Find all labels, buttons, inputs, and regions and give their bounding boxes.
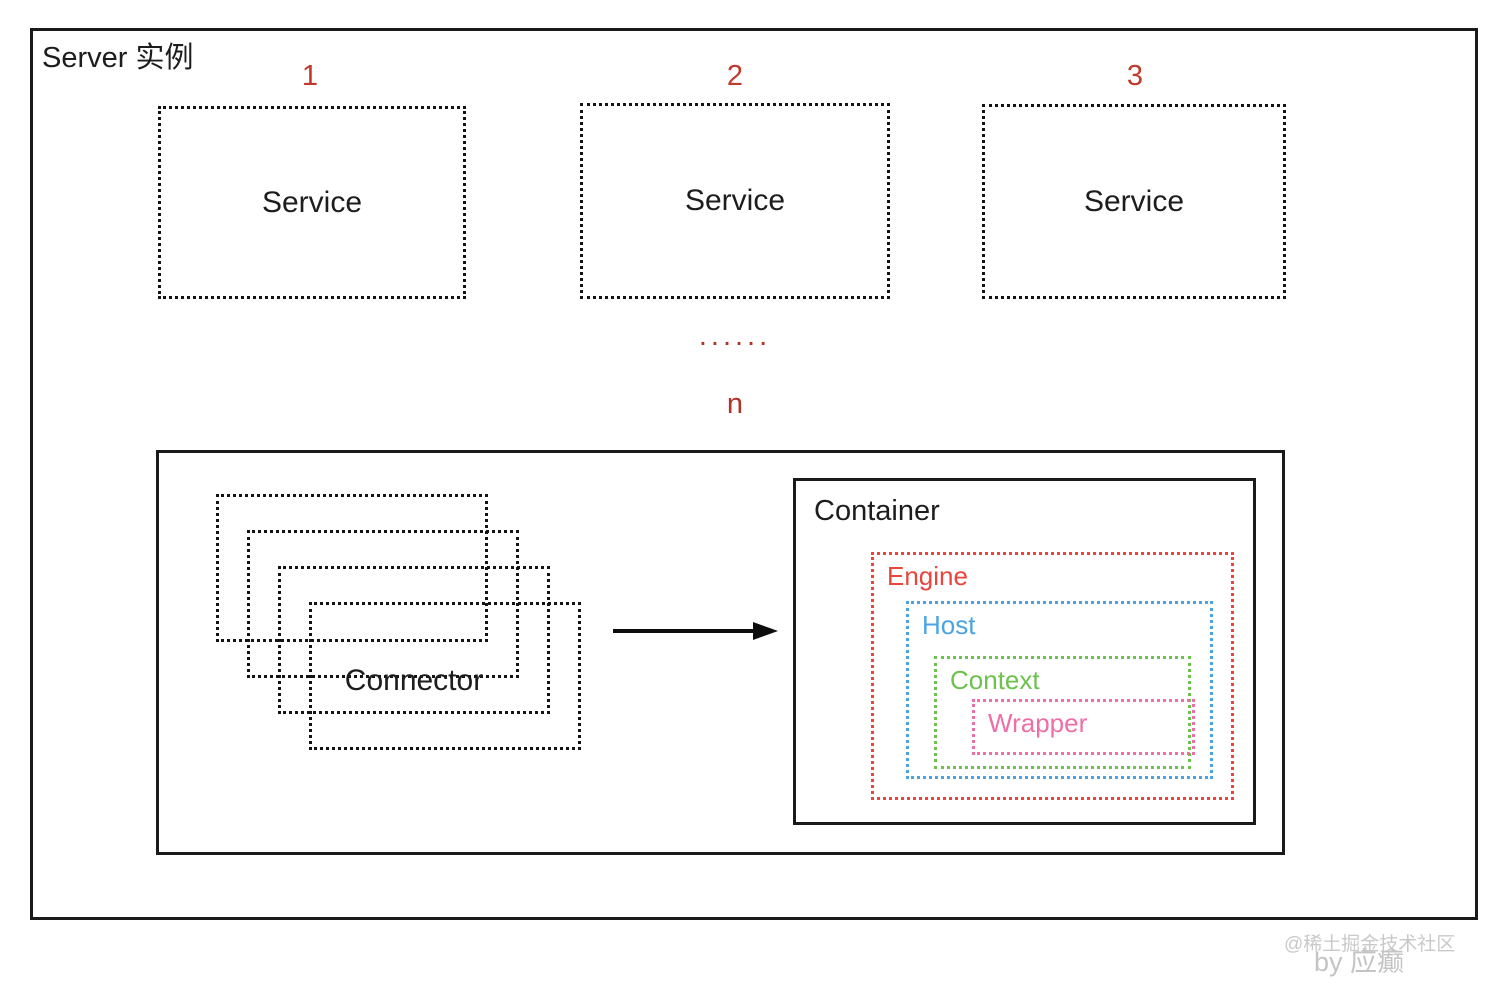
service-box-3: Service: [982, 104, 1286, 299]
host-label: Host: [922, 610, 976, 640]
watermark: @稀土掘金技术社区 by 应癫: [1274, 927, 1504, 989]
service-box-label: Service: [684, 184, 786, 217]
service-box-2: Service: [580, 103, 890, 299]
service-index-n: n: [726, 388, 744, 420]
ellipsis-indicator: ......: [698, 320, 772, 352]
engine-label: Engine: [887, 561, 968, 591]
context-label: Context: [950, 665, 1040, 695]
connector-stack: Connector: [216, 494, 586, 779]
service-box-label: Service: [261, 185, 363, 219]
host-box: Host: [906, 601, 1213, 779]
container-box: Container Engine Host Context Wrapper: [793, 478, 1256, 825]
watermark-author: by 应癫: [1314, 947, 1405, 977]
service-index-2: 2: [726, 60, 744, 92]
wrapper-label: Wrapper: [988, 708, 1088, 738]
service-box-1: Service: [158, 106, 466, 299]
service-index-1: 1: [301, 60, 319, 92]
engine-box: Engine: [871, 552, 1234, 800]
container-title: Container: [814, 495, 940, 527]
connector-box-3: [278, 566, 550, 714]
arrow-right-icon: [613, 619, 778, 643]
wrapper-box: Wrapper: [972, 699, 1195, 755]
server-title: Server 实例: [42, 42, 194, 74]
connector-box-4: [309, 602, 581, 750]
service-box-label: Service: [1083, 184, 1185, 218]
context-box: Context: [934, 656, 1191, 769]
watermark-source: @稀土掘金技术社区: [1284, 934, 1456, 955]
service-index-3: 3: [1126, 60, 1144, 92]
